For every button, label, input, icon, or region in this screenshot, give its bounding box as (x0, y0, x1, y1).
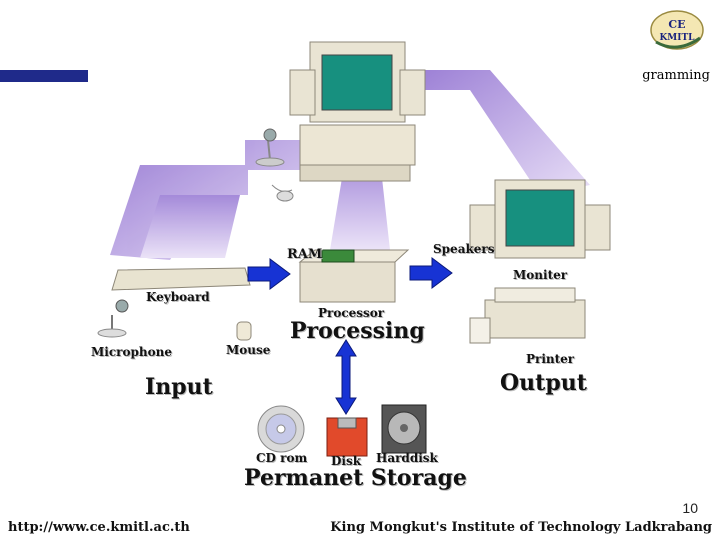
svg-text:CE: CE (668, 18, 685, 31)
output-monitor (469, 179, 611, 259)
input-arrow (247, 258, 291, 290)
processor-label: Processor (318, 306, 385, 320)
output-band (410, 70, 590, 195)
cd-rom-graphic (257, 405, 305, 453)
svg-text:KMITL: KMITL (659, 33, 695, 43)
harddisk-graphic (381, 404, 427, 454)
storage-arrow (335, 339, 357, 415)
keyboard-label: Keyboard (146, 290, 210, 304)
mouse-graphic (236, 321, 252, 341)
keyboard-graphic (111, 267, 251, 291)
input-band (110, 140, 300, 260)
cd-rom-label: CD rom (256, 451, 308, 465)
output-arrow (409, 257, 453, 289)
footer-institute: King Mongkut's Institute of Technology L… (330, 520, 712, 535)
moniter-label: Moniter (513, 268, 568, 282)
ce-kmitl-logo: CE KMITL (650, 10, 704, 50)
disk-label: Disk (331, 454, 362, 468)
mouse-label: Mouse (226, 343, 271, 357)
printer-graphic (469, 287, 586, 344)
output-label: Output (500, 370, 587, 396)
ram-label: RAM (287, 247, 323, 262)
central-computer (289, 41, 426, 182)
header-accent-bar (0, 70, 88, 82)
processor-unit (298, 249, 410, 303)
footer-url: http://www.ce.kmitl.ac.th (8, 520, 190, 535)
page-number: 10 (682, 500, 698, 516)
top-microphone-graphic (255, 128, 294, 202)
slide-title-fragment: gramming (642, 68, 710, 83)
processing-band (330, 160, 390, 250)
input-label: Input (145, 374, 213, 400)
permanent-storage-label: Permanet Storage (244, 465, 467, 491)
microphone-graphic (97, 299, 129, 338)
speakers-label: Speakers (433, 242, 495, 256)
harddisk-label: Harddisk (376, 451, 438, 465)
printer-label: Printer (526, 352, 575, 366)
processing-label: Processing (290, 318, 425, 344)
disk-graphic (326, 417, 368, 457)
microphone-label: Microphone (91, 345, 172, 359)
